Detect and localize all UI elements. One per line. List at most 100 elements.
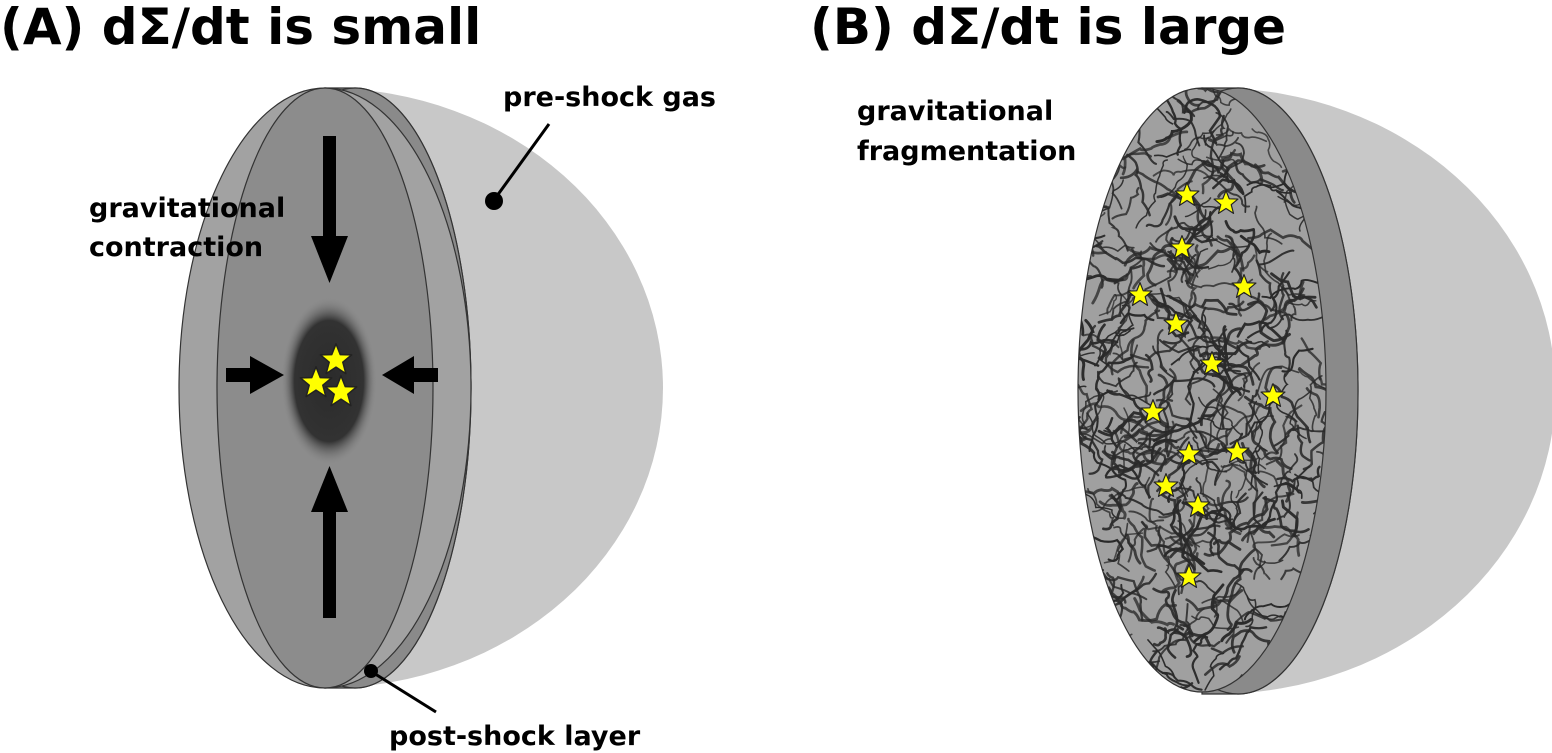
filament — [1281, 347, 1314, 373]
filament — [1078, 408, 1088, 430]
filament — [1110, 166, 1123, 210]
filament — [1152, 413, 1216, 443]
filament — [1207, 136, 1240, 148]
panel-b-title: (B) dΣ/dt is large — [810, 0, 1286, 56]
filament — [1254, 163, 1296, 204]
filament — [1111, 186, 1140, 220]
filament — [1133, 597, 1175, 627]
filament — [1256, 365, 1300, 400]
filament — [1184, 197, 1212, 218]
filament — [1163, 427, 1233, 460]
filament — [1152, 345, 1176, 406]
filament — [1127, 292, 1186, 314]
filament — [1220, 462, 1253, 491]
filament — [1236, 320, 1286, 343]
filament — [1182, 608, 1205, 628]
filament — [1119, 311, 1155, 325]
filament — [1207, 405, 1225, 453]
filament — [1132, 432, 1160, 477]
filament — [1078, 383, 1094, 431]
filament — [1112, 344, 1139, 361]
filament — [1279, 453, 1299, 487]
filament — [1203, 521, 1248, 557]
filament — [1210, 645, 1245, 655]
filament — [1229, 389, 1258, 446]
filament — [1294, 473, 1326, 498]
filament — [1144, 353, 1154, 383]
filament — [1210, 176, 1251, 208]
filament — [1091, 273, 1129, 305]
filament — [1247, 300, 1291, 342]
filament — [1078, 192, 1108, 209]
filament — [1241, 524, 1276, 542]
filament — [1251, 128, 1283, 169]
filament — [1230, 629, 1271, 654]
filament — [1245, 338, 1271, 348]
filament — [1252, 415, 1275, 441]
filament — [1237, 362, 1261, 402]
filament — [1098, 482, 1139, 507]
filament — [1087, 488, 1115, 527]
filament — [1119, 601, 1177, 623]
filament — [1097, 329, 1131, 367]
panel-b-label-fragmentation-2: fragmentation — [857, 136, 1076, 167]
filament — [1149, 661, 1191, 687]
filament — [1078, 422, 1123, 445]
filament — [1246, 492, 1295, 544]
filament — [1170, 588, 1185, 631]
filament — [1078, 293, 1085, 336]
filament — [1079, 338, 1119, 351]
panel-a-post-shock-leader — [371, 670, 437, 714]
panel-a-contraction-arrows — [226, 136, 438, 618]
filament — [1158, 482, 1188, 519]
filament — [1261, 274, 1326, 300]
filament — [1283, 329, 1291, 378]
filament — [1218, 625, 1268, 671]
filament — [1183, 98, 1222, 145]
filament — [1160, 88, 1200, 107]
filament — [1090, 324, 1106, 355]
filament — [1177, 520, 1201, 548]
filament — [1161, 671, 1203, 691]
filament — [1203, 655, 1241, 676]
filament — [1117, 292, 1131, 360]
panel-a-pre-shock-dot — [485, 192, 503, 210]
filament — [1126, 153, 1151, 217]
filament — [1217, 327, 1242, 365]
filament — [1204, 652, 1225, 691]
filament — [1176, 91, 1221, 115]
panel-a-label-post-shock: post-shock layer — [389, 721, 641, 752]
filament — [1252, 533, 1300, 564]
filament — [1119, 167, 1183, 201]
filament — [1251, 295, 1284, 314]
filament — [1158, 338, 1202, 354]
filament — [1163, 547, 1223, 574]
filament — [1111, 572, 1158, 607]
panel-a-label-contraction-2: contraction — [89, 232, 263, 263]
filament — [1308, 375, 1323, 432]
filament — [1224, 220, 1255, 234]
filament — [1142, 453, 1174, 466]
panel-a-label-contraction-1: gravitational — [89, 193, 285, 224]
filament — [1278, 272, 1285, 321]
filament — [1193, 583, 1225, 643]
filament — [1320, 411, 1326, 434]
filament — [1078, 150, 1127, 170]
filament — [1124, 533, 1142, 565]
filament — [1255, 259, 1276, 312]
filament — [1246, 228, 1315, 251]
filament — [1152, 168, 1217, 182]
filament — [1118, 425, 1152, 452]
filament — [1254, 205, 1283, 245]
filament — [1239, 234, 1271, 255]
filament — [1220, 618, 1253, 643]
filament — [1197, 88, 1239, 93]
filament — [1160, 155, 1188, 199]
filament — [1078, 564, 1104, 579]
filament — [1153, 148, 1192, 158]
filament — [1243, 184, 1292, 213]
filament — [1191, 615, 1240, 630]
filament — [1179, 458, 1219, 497]
filament — [1144, 682, 1194, 692]
filament — [1116, 492, 1180, 516]
